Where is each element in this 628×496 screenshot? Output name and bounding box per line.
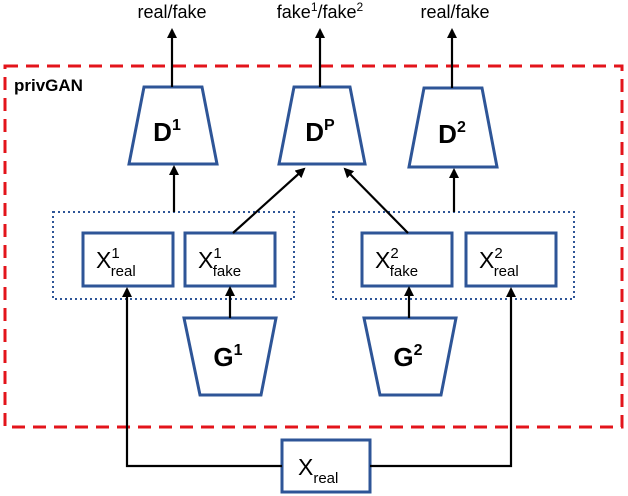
x1-fake-base: X <box>198 247 213 273</box>
x-real-base: X <box>298 454 313 480</box>
output-label-right: real/fake <box>420 2 489 22</box>
generator-g2-shape <box>362 316 458 397</box>
arrow-x-real-to-x1-real <box>122 287 282 468</box>
generator-g1-base: G <box>213 342 233 372</box>
x-real-label: Xreal <box>298 454 338 487</box>
output-label-middle: fake1/fake2 <box>277 0 364 22</box>
privgan-label: privGAN <box>14 76 83 95</box>
x2-real-box <box>464 231 558 288</box>
discriminator-d2-sup: 2 <box>457 119 466 136</box>
arrow-x1-fake-to-dp <box>232 167 306 234</box>
x2-real-sub: real <box>494 263 519 280</box>
discriminator-d2-base: D <box>438 119 457 149</box>
output-label-left: real/fake <box>137 2 206 22</box>
generator-g1-shape <box>182 316 278 397</box>
discriminator-d2-label: D2 <box>438 119 466 149</box>
arrow-x2-fake-to-dp <box>343 167 409 234</box>
output-label-middle-sup-b: 2 <box>357 0 364 14</box>
generator-g2-sup: 2 <box>414 342 423 359</box>
generator-g2-label: G2 <box>393 342 422 372</box>
discriminator-d1-sup: 1 <box>172 117 181 134</box>
x-real-sub: real <box>313 470 338 487</box>
x1-fake-sub: fake <box>213 263 241 280</box>
output-label-middle-sup-a: 1 <box>311 0 318 14</box>
generator-g1-label: G1 <box>213 342 242 372</box>
x2-fake-sub: fake <box>390 263 418 280</box>
x1-fake-box <box>183 231 277 288</box>
discriminator-dp-label: DP <box>305 117 335 147</box>
discriminator-dp-shape <box>277 85 367 166</box>
generator-g2-base: G <box>393 342 413 372</box>
discriminator-d2-shape <box>407 86 499 169</box>
discriminator-dp-sup: P <box>324 117 335 134</box>
x2-real-base: X <box>479 247 494 273</box>
x2-fake-box <box>360 231 454 288</box>
output-label-middle-sep: /fake <box>318 2 357 22</box>
discriminator-d1-label: D1 <box>153 117 181 147</box>
x2-real-sup: 2 <box>494 245 502 262</box>
x1-fake-sup: 1 <box>213 245 221 262</box>
x1-real-base: X <box>96 247 111 273</box>
arrow-x-real-to-x2-real <box>370 287 516 468</box>
generator-g1-sup: 1 <box>234 342 243 359</box>
x1-real-box <box>81 231 175 288</box>
output-label-middle-fake-a: fake <box>277 2 311 22</box>
x2-fake-base: X <box>375 247 390 273</box>
privgan-boundary <box>3 64 624 429</box>
discriminator-d1-base: D <box>153 117 172 147</box>
x2-fake-sup: 2 <box>390 245 398 262</box>
discriminator-d1-shape <box>127 85 219 166</box>
x1-real-sub: real <box>111 263 136 280</box>
discriminator-dp-base: D <box>305 117 324 147</box>
x1-real-sup: 1 <box>111 245 119 262</box>
